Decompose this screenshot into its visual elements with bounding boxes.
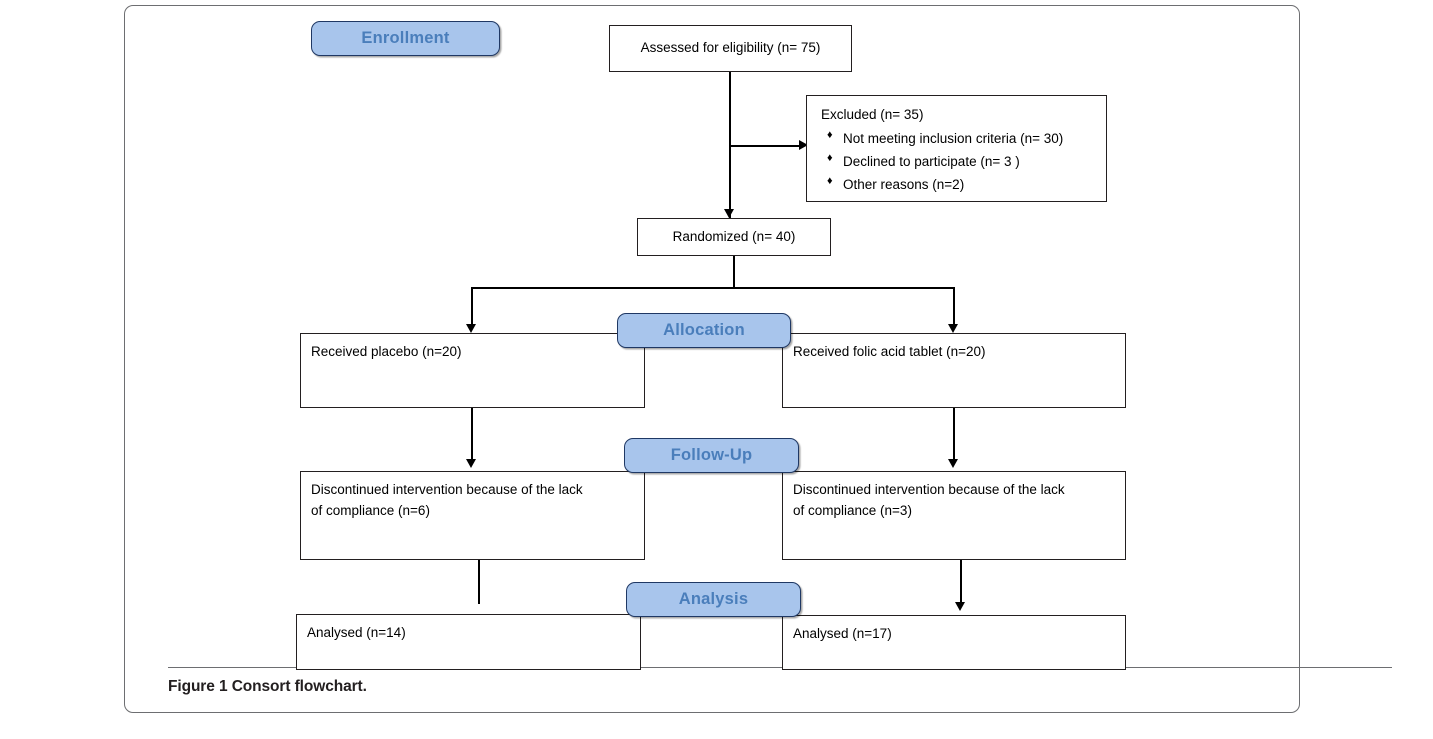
list-item: ♦ Other reasons (n=2): [807, 174, 1106, 197]
arrowhead-allocation-left: [466, 324, 476, 333]
box-allocation-left: Received placebo (n=20): [300, 333, 645, 408]
box-randomized: Randomized (n= 40): [637, 218, 831, 256]
box-followup-right: Discontinued intervention because of the…: [782, 471, 1126, 560]
box-allocation-right: Received folic acid tablet (n=20): [782, 333, 1126, 408]
connector-branch-to-excluded: [729, 145, 803, 147]
diamond-bullet-icon: ♦: [827, 151, 833, 164]
box-assessed-for-eligibility: Assessed for eligibility (n= 75): [609, 25, 852, 72]
connector-allocation-right-to-followup: [953, 408, 955, 462]
arrowhead-followup-right: [948, 459, 958, 468]
excluded-reason-label: Other reasons (n=2): [843, 176, 965, 192]
diamond-bullet-icon: ♦: [827, 174, 833, 187]
excluded-reason-list: ♦ Not meeting inclusion criteria (n= 30)…: [807, 128, 1106, 197]
connector-split-left-down: [471, 287, 473, 327]
arrowhead-to-excluded: [799, 140, 808, 150]
box-followup-right-line1: Discontinued intervention because of the…: [793, 482, 1065, 497]
figure-caption-text: Consort flowchart.: [227, 678, 367, 695]
box-assessed-label: Assessed for eligibility (n= 75): [640, 40, 821, 56]
box-followup-left-line2: of compliance (n=6): [311, 502, 430, 518]
box-followup-right-label: Discontinued intervention because of the…: [783, 472, 1125, 522]
stage-badge-analysis: Analysis: [626, 582, 801, 617]
caption-divider: [168, 667, 1392, 668]
box-analysis-left: Analysed (n=14): [296, 614, 641, 670]
stage-badge-analysis-label: Analysis: [678, 590, 749, 608]
list-item: ♦ Declined to participate (n= 3 ): [807, 151, 1106, 174]
stage-badge-followup: Follow-Up: [624, 438, 799, 473]
box-analysis-right: Analysed (n=17): [782, 615, 1126, 670]
connector-followup-left-to-analysis: [478, 560, 480, 604]
box-followup-left-line1: Discontinued intervention because of the…: [311, 482, 583, 497]
stage-badge-enrollment-label: Enrollment: [361, 29, 450, 47]
box-randomized-label: Randomized (n= 40): [672, 228, 796, 244]
box-allocation-left-label: Received placebo (n=20): [311, 344, 462, 359]
box-analysis-left-label: Analysed (n=14): [307, 625, 406, 640]
list-item: ♦ Not meeting inclusion criteria (n= 30): [807, 128, 1106, 151]
connector-followup-right-to-analysis: [960, 560, 962, 606]
excluded-reason-label: Declined to participate (n= 3 ): [843, 153, 1020, 169]
arrowhead-allocation-right: [948, 324, 958, 333]
box-followup-right-line2: of compliance (n=3): [793, 502, 912, 518]
box-followup-left: Discontinued intervention because of the…: [300, 471, 645, 560]
box-analysis-right-label: Analysed (n=17): [793, 626, 892, 641]
figure-caption: Figure 1 Consort flowchart.: [168, 678, 367, 696]
box-excluded-title: Excluded (n= 35): [821, 107, 924, 122]
stage-badge-followup-label: Follow-Up: [670, 446, 753, 464]
arrowhead-to-randomized: [723, 209, 734, 218]
connector-randomized-down: [733, 256, 735, 288]
stage-badge-allocation: Allocation: [617, 313, 791, 348]
excluded-reason-label: Not meeting inclusion criteria (n= 30): [843, 130, 1064, 146]
box-allocation-right-label: Received folic acid tablet (n=20): [793, 344, 986, 359]
stage-badge-allocation-label: Allocation: [663, 321, 745, 339]
box-excluded: Excluded (n= 35) ♦ Not meeting inclusion…: [806, 95, 1107, 202]
figure-caption-number: Figure 1: [168, 678, 228, 695]
stage-badge-enrollment: Enrollment: [311, 21, 500, 56]
arrowhead-followup-left: [466, 459, 476, 468]
diamond-bullet-icon: ♦: [827, 128, 833, 141]
connector-allocation-left-to-followup: [471, 408, 473, 462]
box-followup-left-label: Discontinued intervention because of the…: [301, 472, 644, 522]
connector-split-right-down: [953, 287, 955, 327]
connector-split-bar: [471, 287, 954, 289]
arrowhead-analysis-right: [955, 602, 965, 611]
